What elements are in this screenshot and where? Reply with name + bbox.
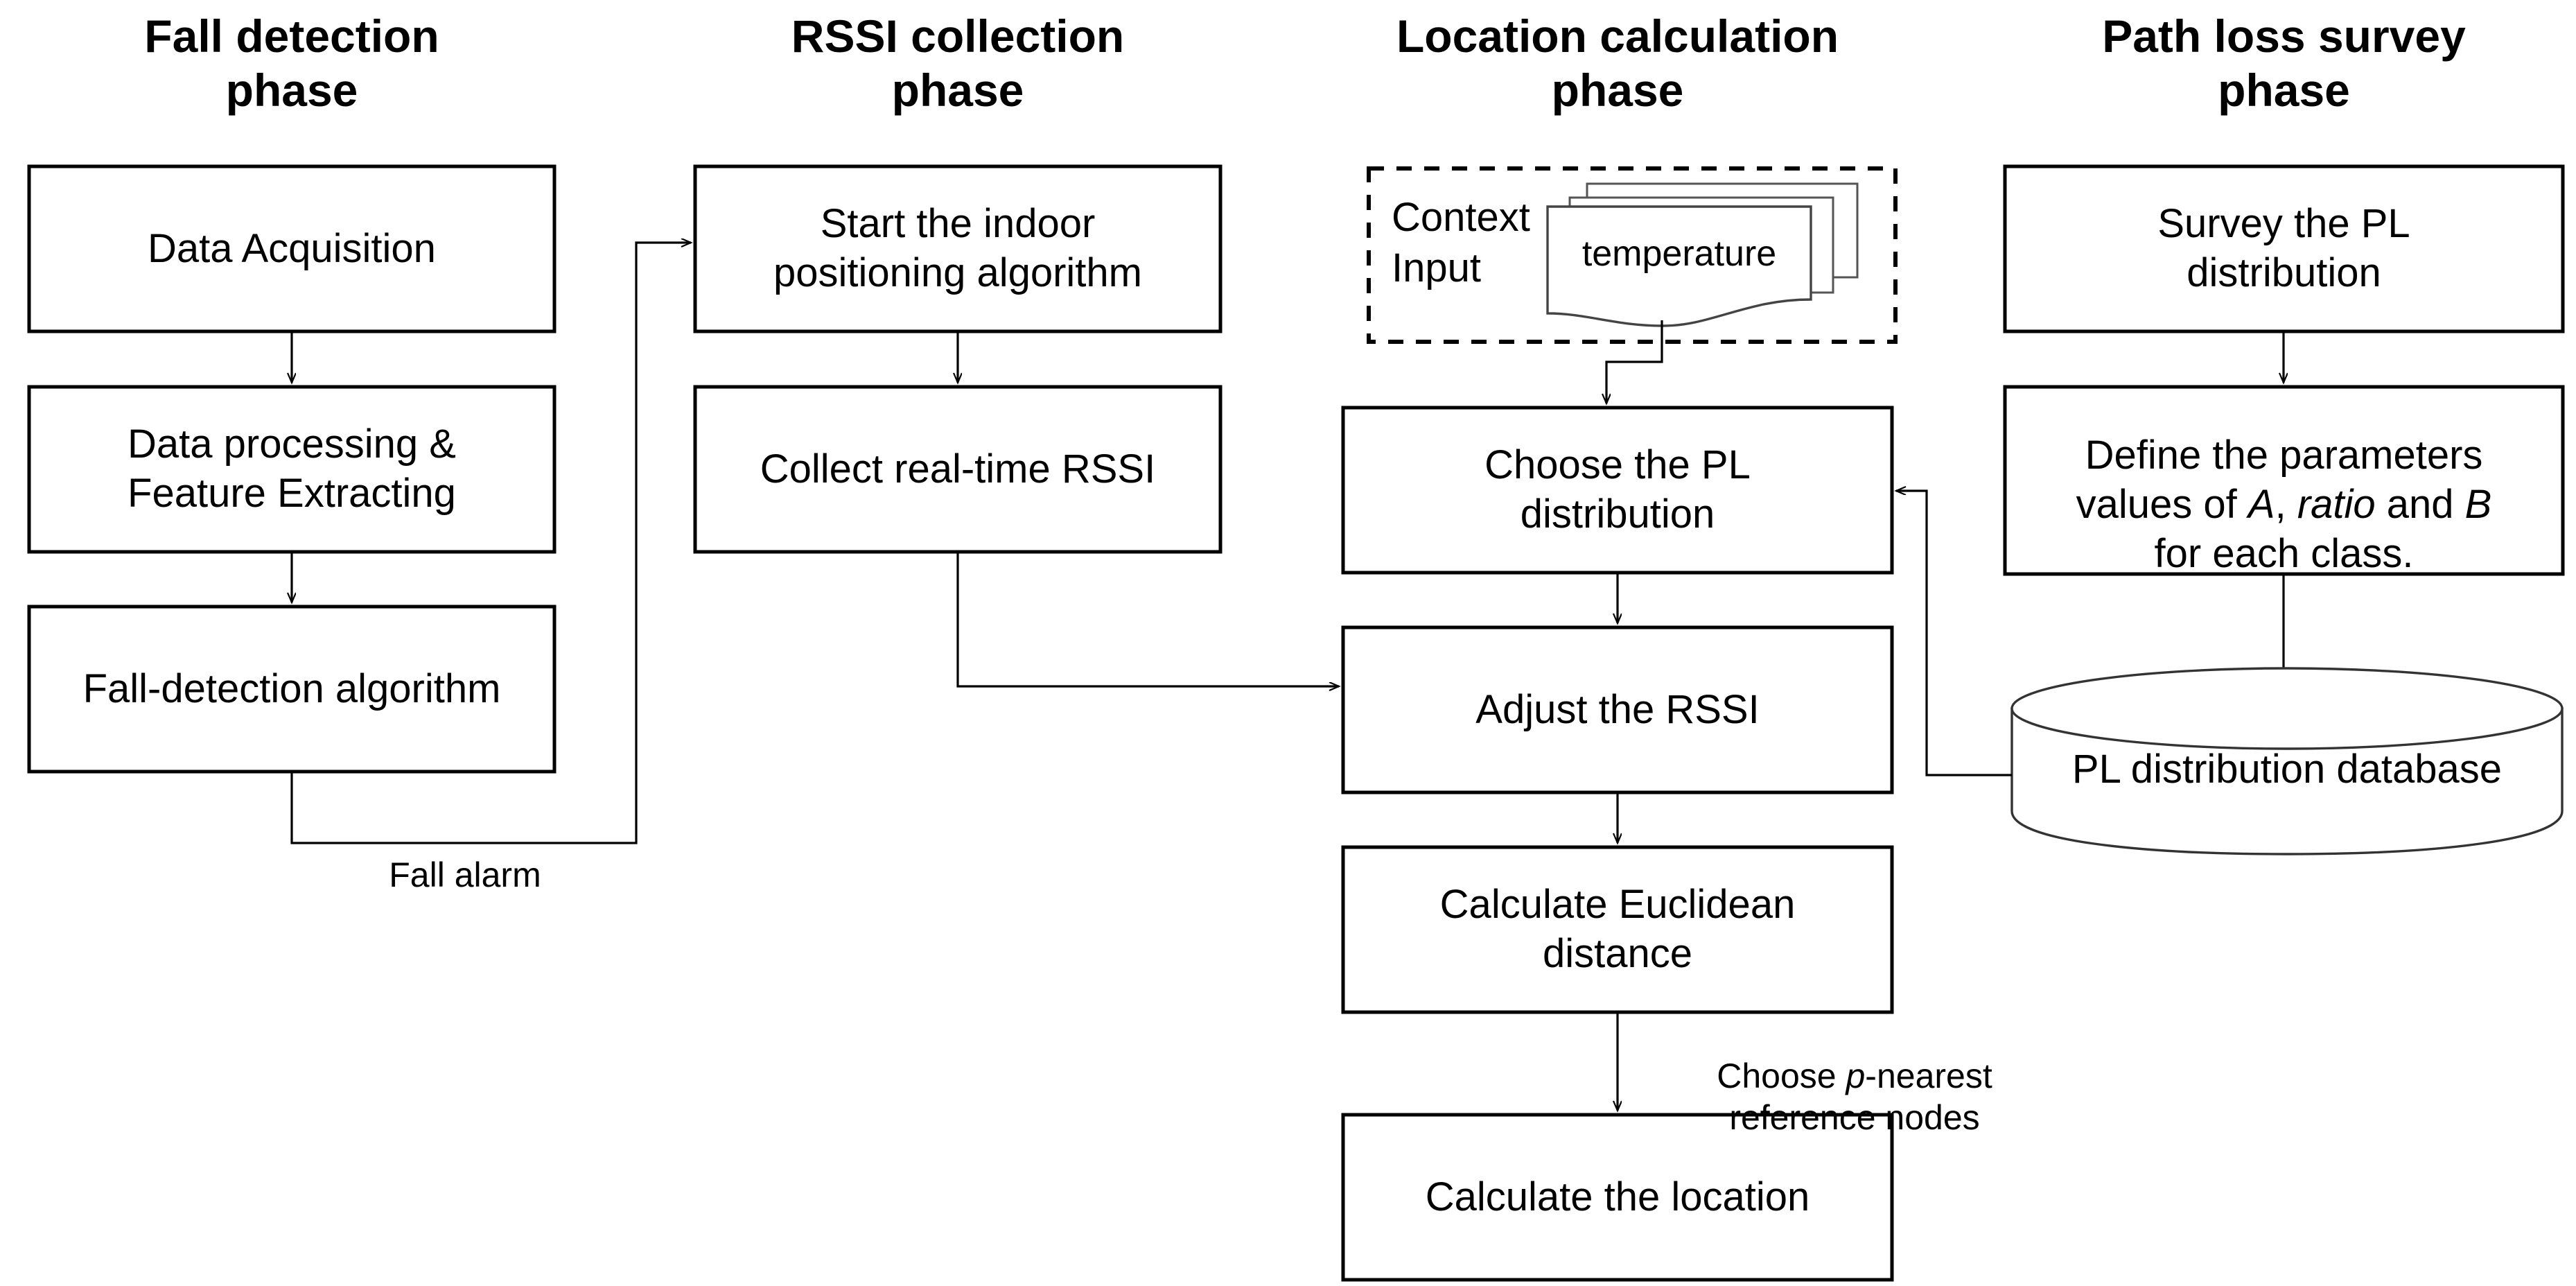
phase-title-rssi-collection: RSSI collection phase — [791, 10, 1125, 116]
box-define-params — [2003, 385, 2565, 576]
choose-p-nearest-pre: Choose — [1717, 1057, 1846, 1095]
edge-label-choose-p-nearest: Choose p-nearest reference nodes — [1640, 1014, 2069, 1138]
box-collect-rssi — [693, 385, 1223, 554]
box-adjust-rssi — [1341, 625, 1894, 794]
box-calc-location — [1341, 1113, 1894, 1282]
box-survey-pl — [2003, 164, 2565, 333]
edge-collect-to-adjust — [956, 552, 1339, 686]
edge-db-to-choose — [1896, 491, 2012, 776]
box-fall-algorithm — [27, 605, 557, 774]
context-doc-sheet-front — [1546, 205, 1812, 327]
phase-title-location-calculation: Location calculation phase — [1396, 10, 1839, 116]
phase-title-fall-detection: Fall detection phase — [144, 10, 439, 116]
box-data-processing — [27, 385, 557, 554]
choose-p-nearest-p: p — [1846, 1057, 1866, 1095]
edge-label-fall-alarm: Fall alarm — [389, 855, 541, 894]
edge-fall-alarm — [290, 243, 691, 844]
choose-p-nearest-post: -nearest reference nodes — [1729, 1057, 1992, 1137]
phase-title-path-loss-survey: Path loss survey phase — [2102, 10, 2466, 116]
box-start-indoor — [693, 164, 1223, 333]
db-cylinder-top — [2010, 667, 2564, 750]
box-context-input — [1367, 166, 1898, 344]
node-label-context-doc: temperature — [1581, 234, 1777, 274]
node-label-context-input: Context Input — [1392, 195, 1530, 290]
edge-context-to-choose — [1606, 320, 1663, 403]
box-choose-pl — [1341, 406, 1894, 575]
box-data-acquisition — [27, 164, 557, 333]
box-calc-euclidean — [1341, 845, 1894, 1014]
db-cylinder-body — [2010, 707, 2564, 855]
